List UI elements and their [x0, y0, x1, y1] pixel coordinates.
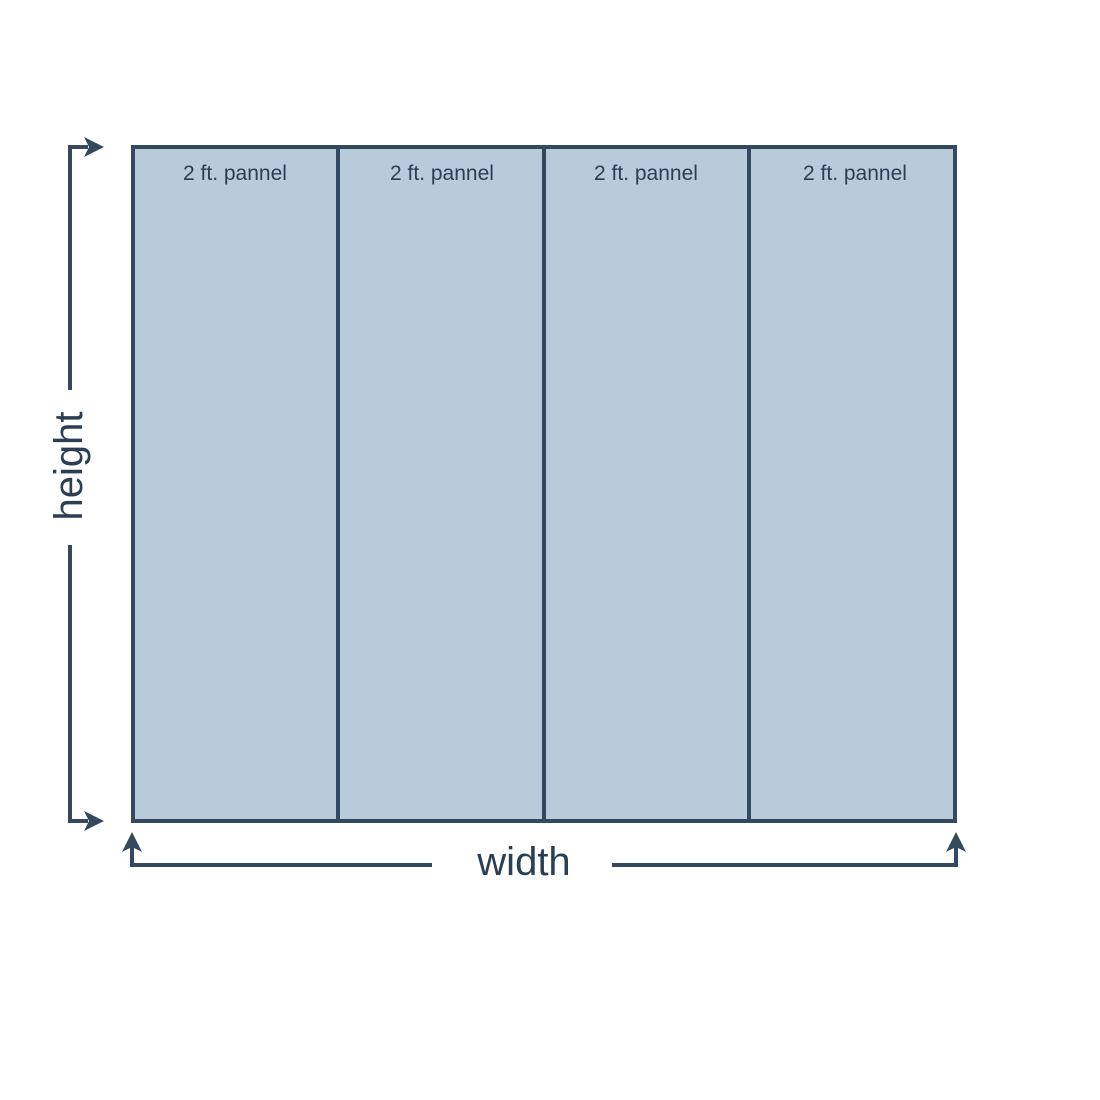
- arrow-up-icon: [946, 832, 966, 852]
- panel-4: [747, 145, 957, 823]
- arrow-right-icon: [84, 811, 104, 831]
- panel-3: [542, 145, 751, 823]
- height-dimension: [68, 145, 88, 823]
- height-label: height: [47, 412, 91, 521]
- arrow-right-icon: [84, 137, 104, 157]
- panel-label: 2 ft. pannel: [594, 162, 698, 185]
- width-dimension: [130, 846, 958, 867]
- arrow-up-icon: [122, 832, 142, 852]
- panel-1: [131, 145, 340, 823]
- width-label: width: [476, 840, 570, 884]
- panel-label: 2 ft. pannel: [390, 162, 494, 185]
- panel-label: 2 ft. pannel: [803, 162, 907, 185]
- panels: 2 ft. pannel 2 ft. pannel 2 ft. pannel 2…: [131, 145, 957, 823]
- panel-label: 2 ft. pannel: [183, 162, 287, 185]
- panel-2: [336, 145, 546, 823]
